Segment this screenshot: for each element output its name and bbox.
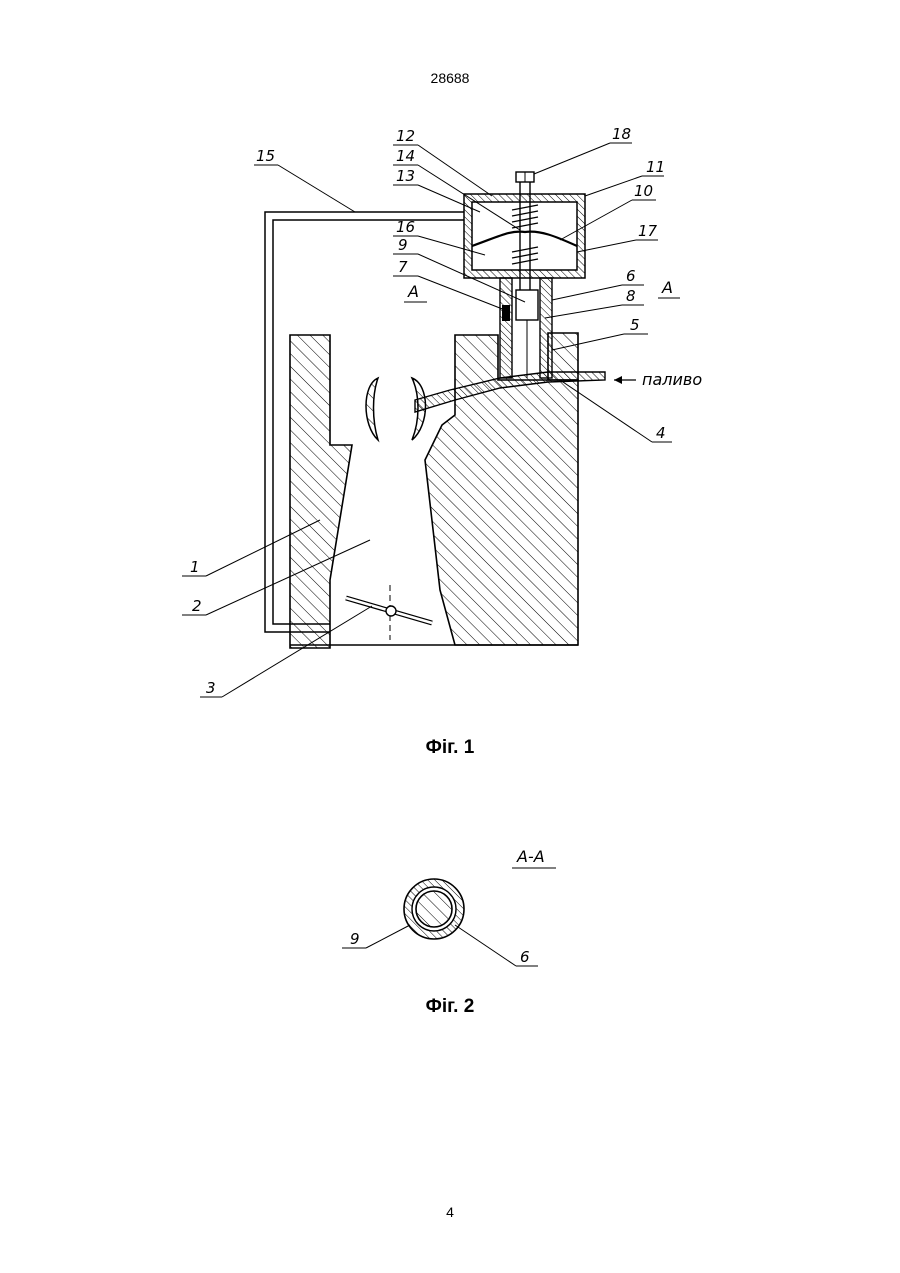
label-3: 3 <box>206 679 216 697</box>
section-title-aa: А-А <box>516 847 545 866</box>
label-1: 1 <box>190 558 200 576</box>
diffuser-left <box>366 378 378 440</box>
label-10: 10 <box>634 182 653 200</box>
figure-2-drawing: 9 6 А-А <box>342 847 556 966</box>
figure-1-caption: Фіг. 1 <box>0 737 900 759</box>
label-13: 13 <box>396 167 415 185</box>
body-left-wall <box>290 335 352 648</box>
label-12: 12 <box>396 127 415 145</box>
figure-1-drawing: 1 2 3 4 5 6 7 8 9 10 11 12 13 14 15 16 1… <box>182 125 702 697</box>
section-mark-left: А <box>407 282 419 301</box>
label-2: 2 <box>192 597 202 615</box>
label-5: 5 <box>630 316 640 334</box>
label-17: 17 <box>638 222 658 240</box>
fig2-label-6: 6 <box>520 948 530 966</box>
label-11: 11 <box>646 158 665 176</box>
page-number: 4 <box>0 1204 900 1220</box>
figure-2-caption: Фіг. 2 <box>0 996 900 1018</box>
label-9: 9 <box>398 236 408 254</box>
label-4: 4 <box>656 424 666 442</box>
label-8: 8 <box>626 287 636 305</box>
fig2-label-9: 9 <box>350 930 360 948</box>
label-7: 7 <box>398 258 408 276</box>
tube-right-wall <box>540 278 552 378</box>
label-16: 16 <box>396 218 415 236</box>
label-14: 14 <box>396 147 415 165</box>
fuel-label: паливо <box>642 370 702 389</box>
label-18: 18 <box>612 125 631 143</box>
section-mark-right: А <box>661 278 673 297</box>
label-15: 15 <box>256 147 275 165</box>
label-6: 6 <box>626 267 636 285</box>
